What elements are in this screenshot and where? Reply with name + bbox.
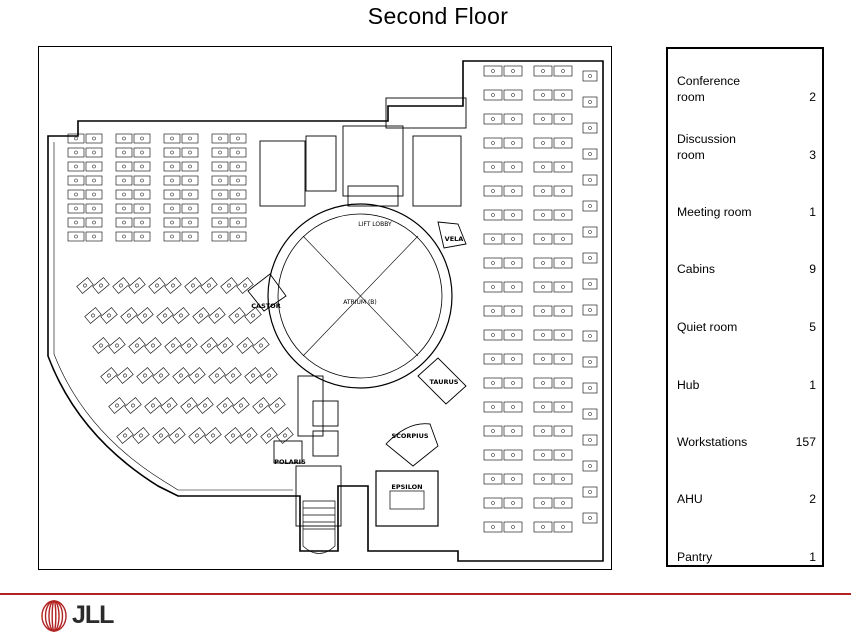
stair-south xyxy=(302,500,336,554)
atrium: ATRIUM (B) xyxy=(267,203,453,389)
legend-room-count: 9 xyxy=(809,262,816,276)
building-outline xyxy=(47,60,604,562)
legend-row: Conference room 2 xyxy=(677,73,816,105)
legend-room-type: Hub xyxy=(677,378,700,392)
taurus-label: TAURUS xyxy=(429,378,458,386)
atrium-label: ATRIUM (B) xyxy=(343,299,377,306)
core-rooms xyxy=(259,97,467,527)
legend-room-count: 2 xyxy=(809,90,816,104)
legend-room-type: Pantry xyxy=(677,550,713,564)
legend-room-type: Meeting room xyxy=(677,205,752,219)
legend-row: Quiet room 5 xyxy=(677,319,816,335)
legend-room-count: 5 xyxy=(809,320,816,334)
epsilon-room: EPSILON xyxy=(375,470,439,527)
lift-lobby-label: LIFT LOBBY xyxy=(358,221,392,228)
jll-logo xyxy=(41,600,67,632)
vela-label: VELA xyxy=(445,235,464,243)
floor-plan: ATRIUM (B) LIFT LOBBY EPSILON SCORPIUS T… xyxy=(38,46,612,570)
workstation-cluster-southwest xyxy=(76,277,294,444)
workstation-cluster-east xyxy=(483,65,598,533)
legend-row: Discussion room 3 xyxy=(677,131,816,163)
castor-room: CASTOR xyxy=(247,273,287,312)
legend-room-type: Discussion room xyxy=(677,132,736,162)
footer-divider xyxy=(0,593,851,595)
legend-room-count: 2 xyxy=(809,492,816,506)
legend-room-type: Workstations xyxy=(677,435,748,449)
legend-row: Meeting room 1 xyxy=(677,204,816,220)
legend-room-count: 157 xyxy=(795,435,816,449)
castor-label: CASTOR xyxy=(251,302,280,310)
jll-logo-text: JLL xyxy=(72,601,114,629)
legend-room-type: Quiet room xyxy=(677,320,738,334)
legend-row: Hub 1 xyxy=(677,377,816,393)
scorpius-label: SCORPIUS xyxy=(391,432,428,440)
legend-room-type: Conference room xyxy=(677,74,741,104)
epsilon-label: EPSILON xyxy=(391,483,422,491)
polaris-label: POLARIS xyxy=(274,458,306,466)
legend-room-type: Cabins xyxy=(677,262,715,276)
vela-room: VELA xyxy=(437,221,467,249)
legend-row: Cabins 9 xyxy=(677,261,816,277)
legend-row: Pantry 1 xyxy=(677,549,816,565)
scorpius-room: SCORPIUS xyxy=(385,423,439,467)
legend-row: AHU 2 xyxy=(677,491,816,507)
page-title: Second Floor xyxy=(367,3,509,29)
legend-room-count: 1 xyxy=(809,205,816,219)
legend-row: Workstations 157 xyxy=(677,434,816,450)
legend-room-count: 3 xyxy=(809,148,816,162)
taurus-room: TAURUS xyxy=(417,357,467,405)
polaris-room: POLARIS xyxy=(273,440,306,466)
legend-room-count: 1 xyxy=(809,550,816,564)
workstation-cluster-northwest xyxy=(67,133,247,242)
legend-room-type: AHU xyxy=(677,492,703,506)
legend-room-count: 1 xyxy=(809,378,816,392)
